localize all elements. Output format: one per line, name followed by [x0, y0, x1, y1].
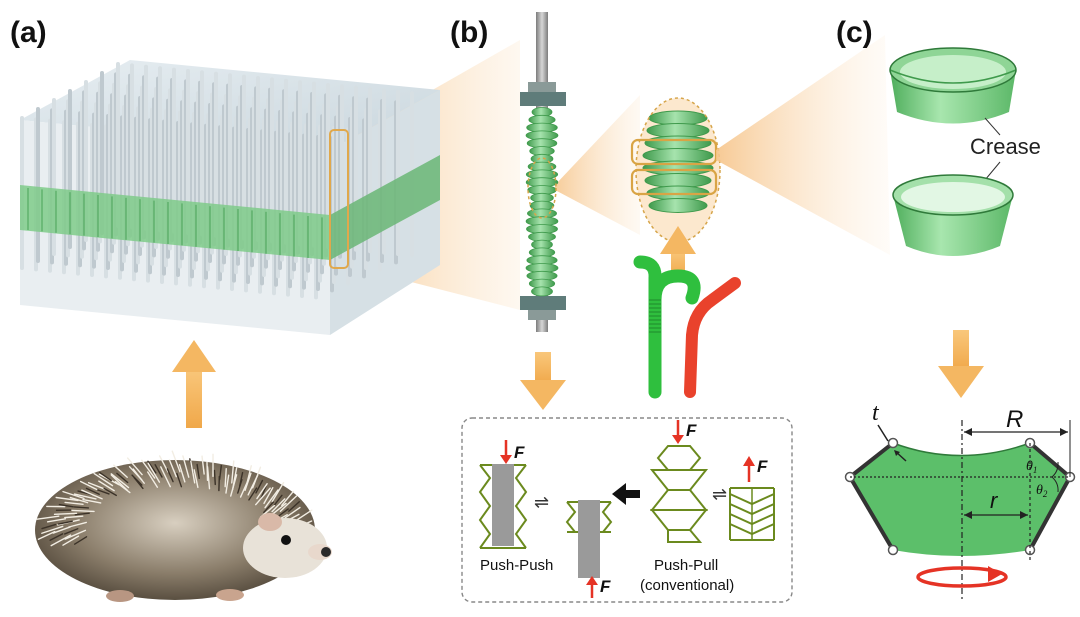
bellow-fold: [531, 287, 552, 296]
cross-section: [846, 420, 1075, 600]
ring-top: [890, 48, 1016, 124]
equilibrium-symbol-2: ⇌: [712, 484, 727, 505]
arrow-up-a: [172, 340, 216, 428]
zoom-beam-c: [716, 35, 890, 255]
bubble-fold: [645, 174, 711, 188]
top-plate: [520, 92, 566, 106]
bubble-fold: [645, 136, 711, 150]
top-nut: [528, 82, 556, 92]
force-label-3: F: [686, 421, 697, 440]
panel-label-a: (a): [10, 16, 47, 49]
bubble-fold: [649, 199, 707, 213]
crease-pointer-1: [985, 118, 1000, 135]
panel-label-b: (b): [450, 16, 488, 49]
arrow-down-b: [520, 352, 566, 410]
bubble-fold: [649, 111, 707, 125]
equilibrium-symbol-1: ⇌: [534, 492, 549, 513]
crease-pointer-2: [985, 162, 1000, 180]
bubble-fold: [647, 124, 709, 138]
hedgehog-icon: [35, 451, 332, 602]
zoom-beam-b: [555, 95, 640, 235]
panel-a: (a): [10, 16, 520, 602]
bottom-nut: [528, 310, 556, 320]
outer-radius-label: R: [1006, 406, 1023, 433]
panel-label-c: (c): [836, 16, 873, 49]
push-push-label: Push-Push: [480, 557, 553, 574]
arrow-down-c: [938, 330, 984, 398]
bubble-fold: [643, 149, 713, 163]
bendy-straw-icon: [640, 262, 735, 392]
push-pull-label: Push-Pull: [654, 557, 718, 574]
bottom-plate: [520, 296, 566, 310]
force-label-2: F: [600, 577, 611, 596]
origami-bellow: [526, 108, 558, 296]
force-label-1: F: [514, 443, 525, 462]
crease-label: Crease: [970, 134, 1041, 159]
thickness-label: t: [872, 400, 880, 426]
ring-bottom: [893, 175, 1013, 256]
conventional-label: (conventional): [640, 577, 734, 594]
force-label-4: F: [757, 457, 768, 476]
